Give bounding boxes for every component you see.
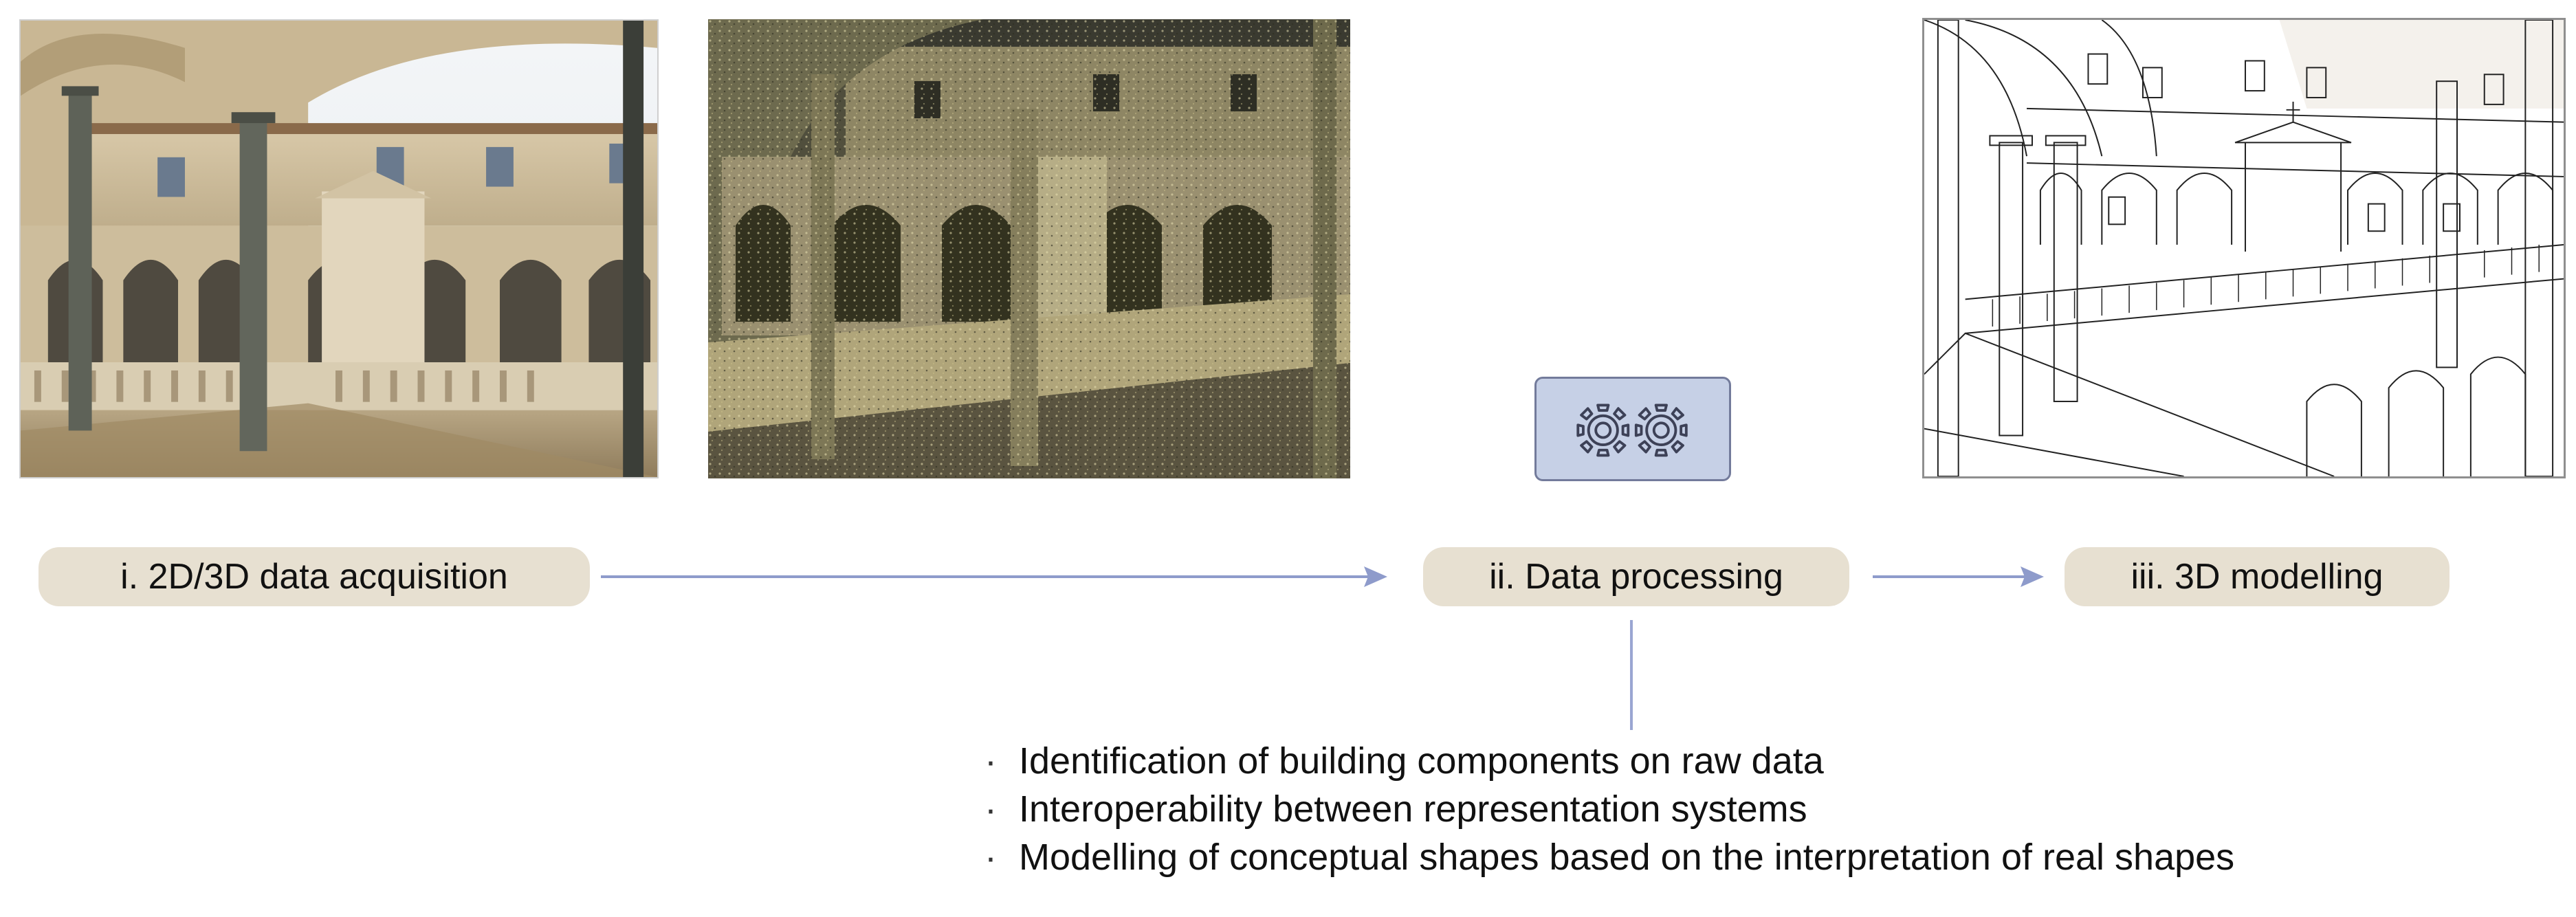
list-item-text: Modelling of conceptual shapes based on … — [1019, 837, 2235, 878]
stage-data-acquisition: i. 2D/3D data acquisition — [38, 547, 590, 606]
list-item-text: Interoperability between representation … — [1019, 788, 1807, 830]
wireframe-3d-model — [1922, 18, 2566, 478]
bullet: · — [984, 740, 997, 782]
arrow-processing-to-modelling — [1873, 566, 2044, 587]
stage-data-processing: ii. Data processing — [1423, 547, 1849, 606]
gears-icon-box — [1534, 377, 1731, 481]
list-item: · Interoperability between representation… — [984, 785, 2234, 833]
list-item-text: Identification of building components on… — [1019, 740, 1824, 782]
list-item: · Identification of building components o… — [984, 737, 2234, 785]
list-item: · Modelling of conceptual shapes based on… — [984, 833, 2234, 881]
cloister-photograph — [19, 19, 659, 478]
bullet: · — [984, 788, 997, 830]
stage-3d-modelling: iii. 3D modelling — [2065, 547, 2450, 606]
point-cloud-render — [708, 19, 1350, 478]
gears-icon — [1576, 404, 1688, 457]
bullet: · — [984, 837, 997, 878]
arrow-acquisition-to-processing — [601, 566, 1387, 587]
processing-details-list: · Identification of building components o… — [984, 737, 2234, 881]
